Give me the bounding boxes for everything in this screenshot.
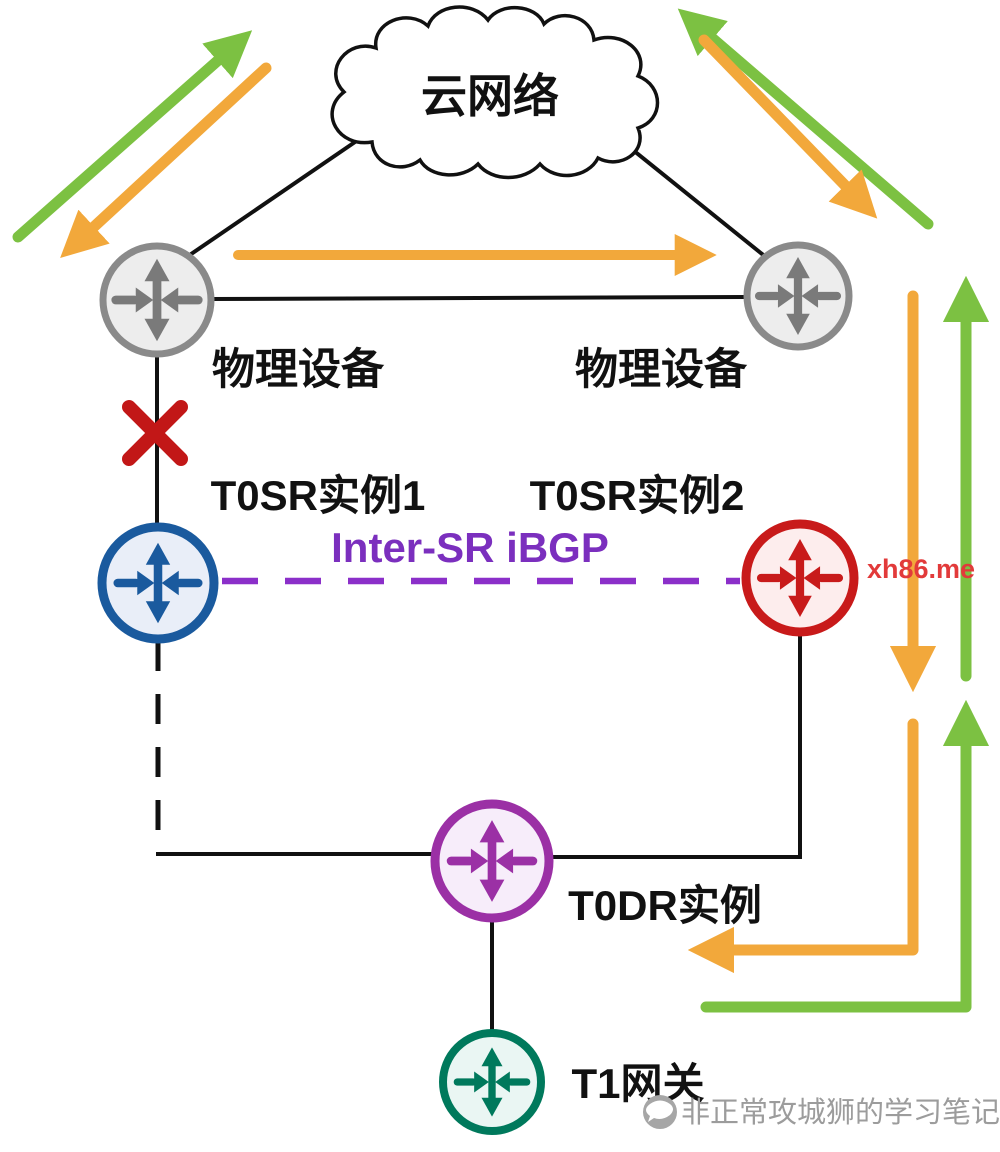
t0dr-label: T0DR实例: [568, 882, 762, 929]
failure-x-mark: [122, 400, 188, 466]
arrow-green-up-topleft: [12, 30, 253, 243]
link-t0sr2-t0dr: [550, 633, 802, 859]
link-cloud-left-device: [176, 140, 357, 265]
cloud-shape: [330, 5, 660, 180]
t0dr-node: [430, 799, 554, 923]
arrow-green-up-topright: [677, 8, 934, 230]
t1-gateway-node: [439, 1029, 545, 1135]
credit-watermark-text: 非正常攻城狮的学习笔记: [681, 1096, 1000, 1129]
t0sr2-node: [741, 519, 859, 637]
t0sr2-label: T0SR实例2: [530, 472, 745, 519]
credit-watermark: 非正常攻城狮的学习笔记: [643, 1095, 1000, 1129]
inter-sr-ibgp-label: Inter-SR iBGP: [331, 524, 609, 571]
site-watermark: xh86.me: [867, 554, 975, 584]
wechat-icon: [643, 1095, 677, 1129]
t1-gateway-label: T1网关: [571, 1060, 704, 1107]
arrow-orange-down-topleft: [60, 62, 272, 258]
physical-device-right-node: [743, 241, 853, 351]
arrow-green-up-right-lower: [700, 699, 990, 1013]
cloud-network-node: 云网络: [330, 5, 660, 180]
arrow-orange-down-topright: [698, 34, 878, 219]
arrow-orange-down-left-lower: [687, 718, 919, 974]
physical-device-left-node: [99, 242, 215, 358]
physical-device-right-label: 物理设备: [575, 346, 748, 394]
cloud-label: 云网络: [421, 70, 559, 122]
link-device-device: [210, 295, 748, 301]
t0sr1-node: [97, 522, 219, 644]
traffic-arrows: [12, 8, 990, 1013]
t0sr1-label: T0SR实例1: [211, 472, 426, 519]
physical-device-left-label: 物理设备: [212, 346, 385, 394]
